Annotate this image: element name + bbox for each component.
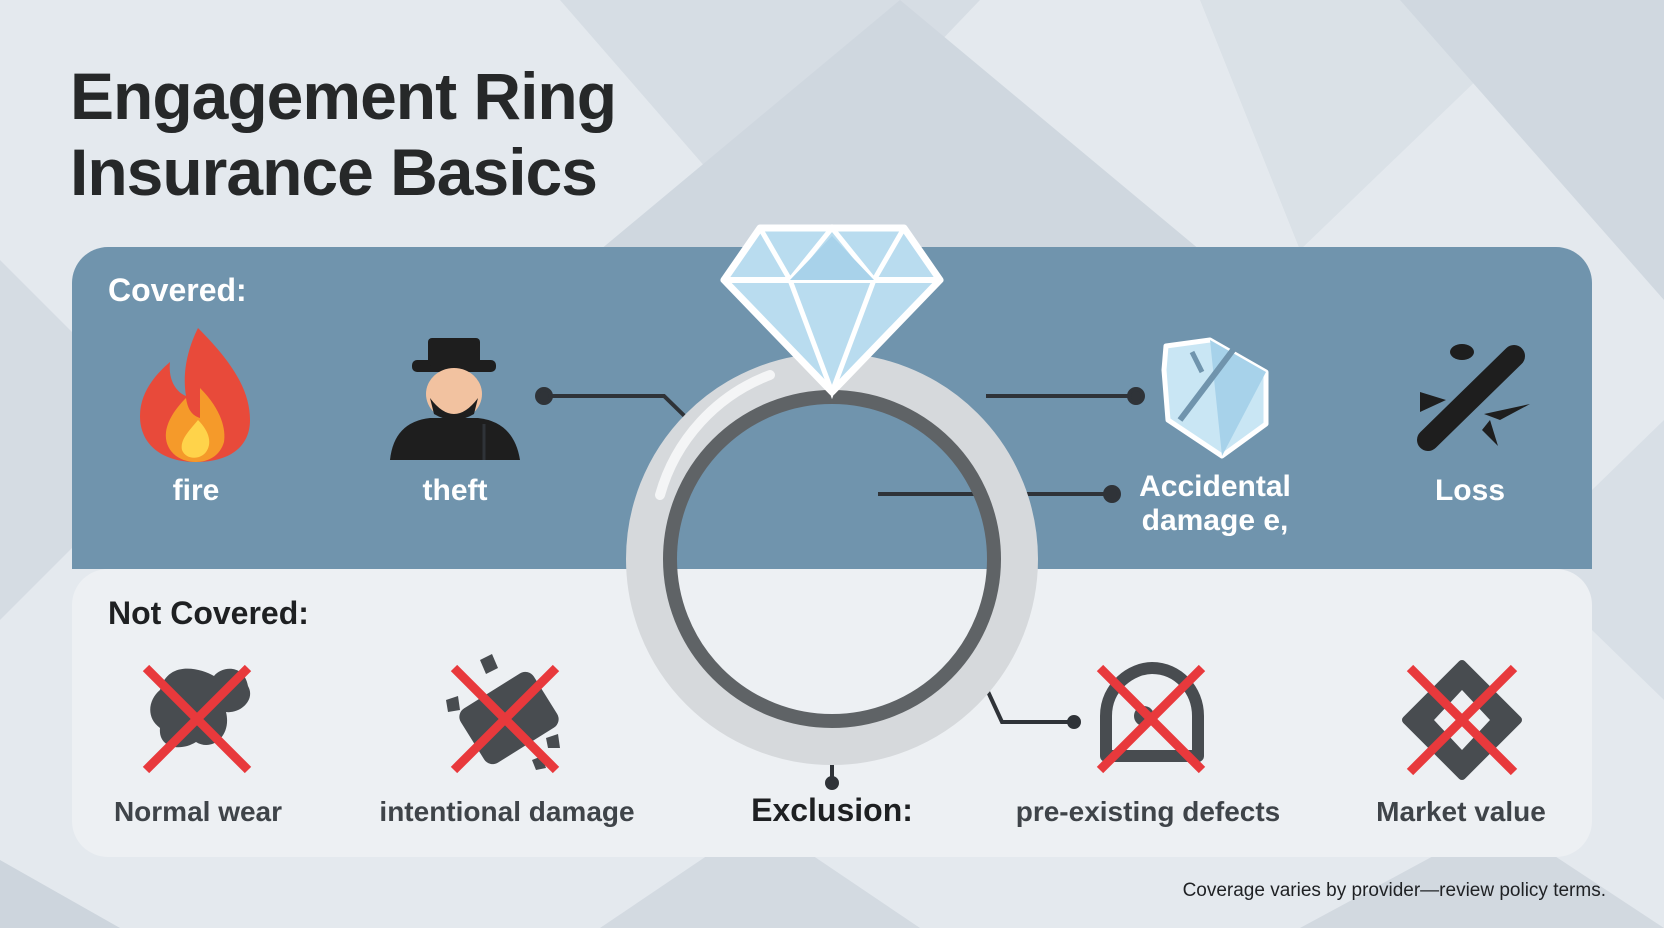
thief-icon xyxy=(390,338,520,460)
diamond-value-crossed-icon xyxy=(1402,660,1522,780)
covered-item-theft-label: theft xyxy=(422,474,488,507)
diamond-ring-icon xyxy=(626,224,1038,765)
not-covered-item-intentional-damage-label: intentional damage xyxy=(379,796,635,827)
accidental-label-line-1: Accidental xyxy=(1139,470,1291,503)
exclusion-label: Exclusion: xyxy=(751,792,913,828)
title-line-1: Engagement Ring xyxy=(70,59,617,133)
page-title: Engagement Ring Insurance Basics xyxy=(70,58,617,210)
broken-cube-icon xyxy=(1161,337,1269,459)
lost-item-icon xyxy=(1417,344,1530,451)
shattered-crossed-icon xyxy=(446,654,560,774)
not-covered-item-market-value-label: Market value xyxy=(1376,796,1546,827)
title-line-2: Insurance Basics xyxy=(70,135,598,209)
covered-item-loss-label: Loss xyxy=(1434,474,1506,507)
not-covered-panel xyxy=(72,569,1592,857)
footnote: Coverage varies by provider—review polic… xyxy=(1182,880,1606,901)
connector-defects xyxy=(982,682,1074,724)
not-covered-heading: Not Covered: xyxy=(108,595,309,631)
defect-crossed-icon xyxy=(1096,662,1206,774)
worn-blob-crossed-icon xyxy=(142,664,252,774)
not-covered-item-normal-wear-label: Normal wear xyxy=(113,796,283,827)
covered-heading: Covered: xyxy=(108,272,247,308)
covered-item-accidental-label: Accidental damage e, xyxy=(1120,470,1310,538)
fire-icon xyxy=(140,328,250,462)
covered-item-fire-label: fire xyxy=(172,474,220,507)
not-covered-item-pre-existing-defects-label: pre-existing defects xyxy=(1015,796,1281,827)
accidental-label-line-2: damage e, xyxy=(1141,504,1289,537)
